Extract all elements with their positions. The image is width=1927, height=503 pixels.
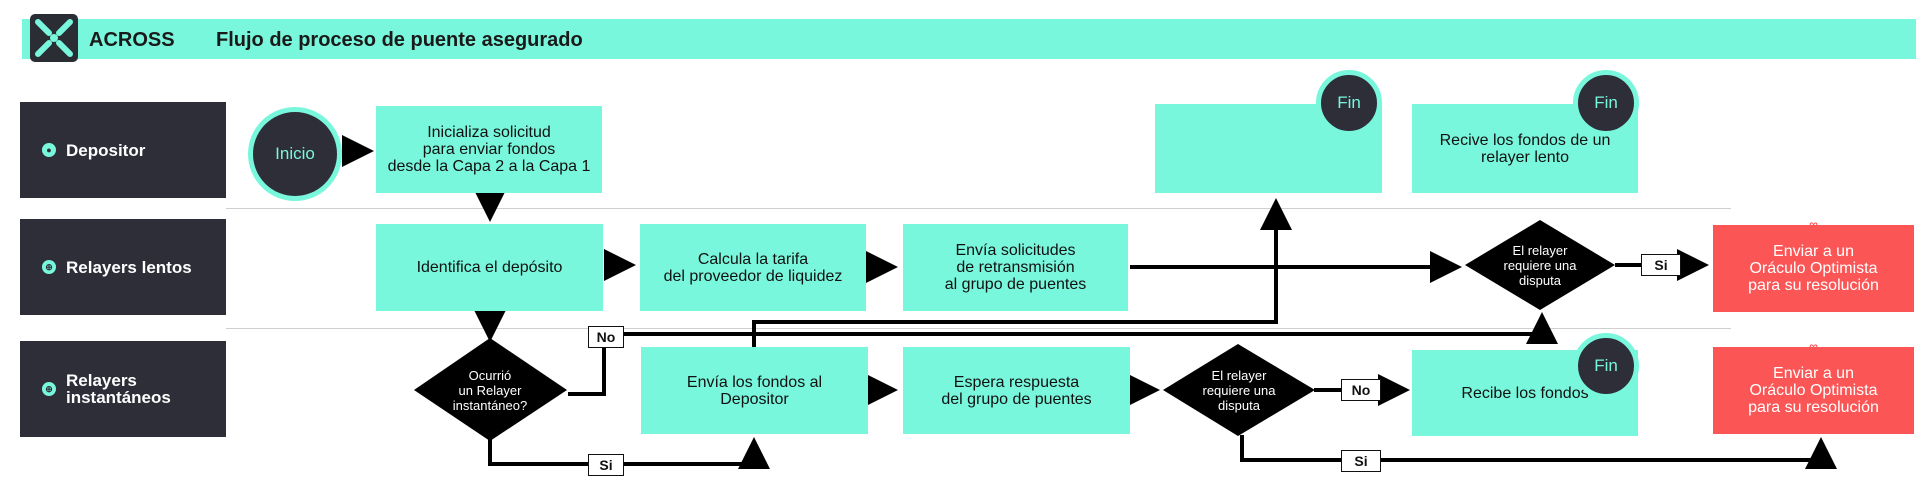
chain-link-icon: ∞ (1809, 217, 1818, 231)
decision-ocurrio: Ocurrió un Relayer instantáneo? (452, 367, 528, 413)
page-title: Flujo de proceso de puente asegurado (216, 29, 583, 51)
branch-label-si: Si (588, 454, 624, 476)
process-envia-fondos: Envía los fondos al Depositor (641, 347, 868, 434)
process-identifica: Identifica el depósito (376, 224, 603, 311)
decision-disputa-inst: El relayer requiere una disputa (1202, 367, 1276, 413)
branch-label-si: Si (1641, 254, 1681, 276)
lane-separator (226, 208, 1731, 209)
start-node: Inicio (248, 107, 342, 201)
process-inicializa: Inicializa solicitud para enviar fondos … (376, 106, 602, 193)
branch-label-no: No (1341, 379, 1381, 401)
decision-diamond (414, 338, 567, 441)
across-logo-icon (30, 14, 78, 62)
end-node: Fin (1573, 70, 1639, 136)
header-bar (22, 19, 1916, 59)
network-icon: ⊕ (42, 382, 56, 396)
process-espera: Espera respuesta del grupo de puentes (903, 347, 1130, 434)
lane-separator (226, 328, 1731, 329)
brand-name: ACROSS (89, 29, 175, 51)
end-node: Fin (1316, 70, 1382, 136)
lane-label-relayers-instantaneos: ⊕ Relayers instantáneos (20, 341, 226, 437)
process-envia-solicitudes: Envía solicitudes de retransmisión al gr… (903, 224, 1128, 311)
decision-diamond (1465, 220, 1615, 310)
decision-diamond (1163, 344, 1315, 436)
process-calcula: Calcula la tarifa del proveedor de liqui… (640, 224, 866, 311)
branch-label-no: No (588, 326, 624, 348)
network-icon: ⊕ (42, 260, 56, 274)
chain-link-icon: ∞ (1809, 339, 1818, 353)
branch-label-si: Si (1341, 450, 1381, 472)
end-node: Fin (1573, 333, 1639, 399)
decision-disputa-lentos: El relayer requiere una disputa (1503, 242, 1577, 288)
lane-label-depositor: ● Depositor (20, 102, 226, 198)
lane-label-relayers-lentos: ⊕ Relayers lentos (20, 219, 226, 315)
oracle-box-lentos: ∞ Enviar a un Oráculo Optimista para su … (1713, 218, 1914, 312)
user-icon: ● (42, 143, 56, 157)
oracle-box-instantaneos: ∞ Enviar a un Oráculo Optimista para su … (1713, 340, 1914, 434)
